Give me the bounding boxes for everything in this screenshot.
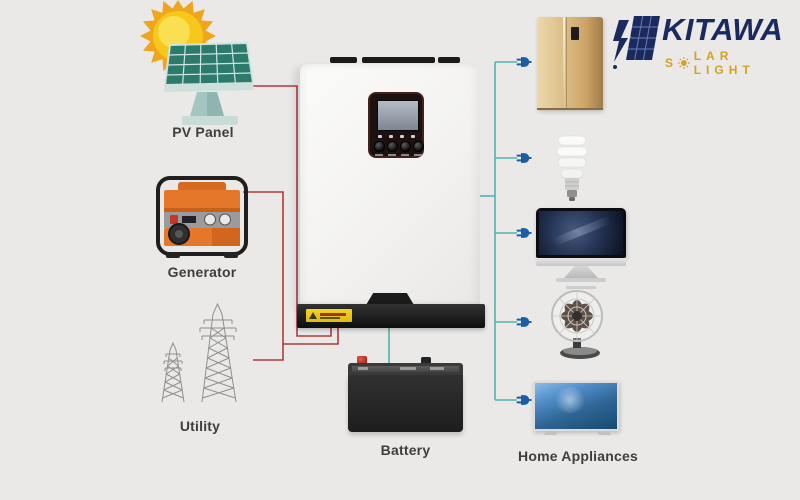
desk-fan-icon: [551, 290, 603, 359]
tower-small-arms: [163, 353, 183, 371]
plug-icon: [516, 317, 532, 327]
logo-drop: [613, 65, 617, 69]
panel-grid: [166, 43, 252, 85]
sticker-text-line: [320, 313, 346, 316]
power-towers-icon: [161, 302, 237, 403]
generator-outlet: [204, 213, 216, 226]
inverter-lcd-screen: [377, 100, 419, 131]
bulb-tip: [569, 197, 575, 201]
sun-highlight: [158, 16, 190, 48]
generator-label: Generator: [167, 264, 237, 280]
inverter-button: [400, 141, 411, 152]
solar-panel-sun-icon: [140, 0, 255, 125]
inverter-vent: [362, 57, 435, 63]
home-appliances-label: Home Appliances: [518, 448, 638, 464]
refrigerator-icon: [537, 17, 603, 110]
inverter-vent: [438, 57, 460, 63]
tower-large-arms: [199, 319, 237, 340]
cfl-bulb-icon: [556, 135, 588, 201]
fridge-door-divider: [563, 17, 565, 110]
plug-icon: [516, 395, 532, 405]
inverter-button: [374, 141, 385, 152]
tower-small-legs: [161, 341, 185, 403]
fridge-base: [537, 108, 603, 110]
plug-icons: [516, 57, 532, 405]
warning-triangle-icon: [309, 312, 317, 319]
monitor-shadow: [566, 286, 596, 289]
tagline-sun-icon: [678, 57, 690, 69]
button-caption: [375, 154, 383, 156]
pv-panel-label: PV Panel: [172, 124, 234, 140]
television-icon: [533, 381, 619, 431]
monitor-galaxy-streak: [551, 215, 613, 247]
wire-pv-to-inverter: [250, 85, 332, 337]
wire-utility-to-inverter: [253, 344, 284, 361]
battery-label-mark: [430, 367, 444, 370]
battery-label-mark: [400, 367, 416, 370]
utility-label: Utility: [179, 418, 221, 434]
monitor-screen: [539, 211, 623, 255]
inverter-display-panel: [368, 92, 424, 158]
generator-cage: [156, 176, 248, 256]
button-caption: [401, 154, 409, 156]
plug-icon: [516, 57, 532, 67]
plug-icon: [516, 153, 532, 163]
monitor-stand: [564, 266, 598, 278]
fridge-door-seam: [566, 17, 567, 110]
bulb-socket: [567, 190, 577, 197]
tagline-prefix: S: [665, 56, 679, 70]
panel-frame: [164, 83, 254, 92]
monitor-base: [556, 278, 606, 282]
battery-terminal-positive: [357, 356, 367, 365]
fridge-display: [571, 27, 579, 40]
panel-stand-shade: [207, 92, 224, 116]
logo-solar-panel-icon: [610, 15, 660, 69]
warning-sticker: [306, 309, 352, 322]
generator-foot: [224, 252, 238, 258]
inverter-vent: [330, 57, 357, 63]
tower-small-braces: [162, 357, 184, 399]
generator-switch: [170, 215, 178, 224]
inverter-button: [413, 141, 424, 152]
inverter-base-bump: [366, 293, 414, 305]
generator-lid: [178, 182, 226, 192]
indicator-icon: [389, 135, 393, 138]
tv-leg: [596, 431, 612, 435]
plug-icon: [516, 228, 532, 238]
bulb-base: [565, 178, 579, 190]
panel-base: [182, 116, 238, 125]
battery-terminal-negative: [421, 357, 431, 365]
tv-leg: [543, 431, 559, 435]
generator-tank: [164, 190, 240, 212]
indicator-icon: [411, 135, 415, 138]
fan-neck: [573, 338, 581, 348]
battery-label-mark: [358, 367, 368, 370]
generator-foot: [166, 252, 180, 258]
battery-icon: [348, 375, 463, 432]
logo-bolt-core: [613, 20, 629, 62]
sticker-text-line: [320, 317, 340, 319]
brand-name: KITAWA: [662, 12, 784, 47]
load-wires: [388, 61, 517, 401]
source-wires: [243, 85, 339, 361]
indicator-icon: [378, 135, 382, 138]
indicator-icon: [400, 135, 404, 138]
logo-panel-grid: [628, 15, 658, 61]
desktop-monitor-icon: [536, 208, 626, 258]
button-caption: [388, 154, 396, 156]
fan-hub: [572, 311, 582, 321]
monitor-chin: [536, 258, 626, 266]
generator-icon: [156, 176, 248, 258]
battery-label: Battery: [380, 442, 431, 458]
generator-outlet: [219, 213, 231, 226]
generator-meter: [182, 216, 196, 223]
inverter-button: [387, 141, 398, 152]
brand-tagline: S LAR LIGHT: [665, 49, 800, 77]
tower-large-braces: [202, 327, 236, 399]
tv-picture-highlight: [553, 387, 587, 413]
tagline-suffix: LAR LIGHT: [693, 49, 755, 77]
button-caption: [414, 154, 422, 156]
